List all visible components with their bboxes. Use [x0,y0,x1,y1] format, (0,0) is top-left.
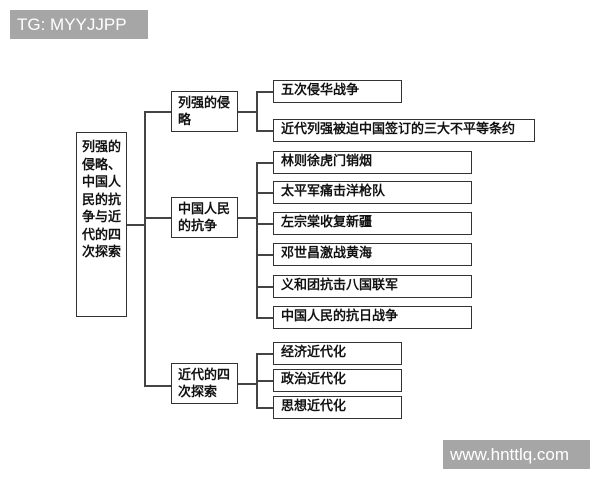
connector-leaf [256,407,273,409]
connector-to-branch-2 [144,217,171,219]
leaf-node: 左宗棠收复新疆 [273,212,472,235]
branch-node-invasion: 列强的侵略 [171,91,238,132]
connector-root [127,224,145,226]
leaf-node: 林则徐虎门销烟 [273,151,472,174]
leaf-node: 近代列强被迫中国签订的三大不平等条约 [273,119,535,142]
leaf-node: 经济近代化 [273,342,402,365]
branch-node-exploration: 近代的四次探索 [171,363,238,404]
connector-branch-1-out [238,111,257,113]
connector-to-branch-1 [144,111,171,113]
connector-leaf [256,380,273,382]
connector-leaf [256,223,273,225]
connector-leaf [256,254,273,256]
connector-leaf [256,353,273,355]
connector-branch-2-spine [256,162,258,318]
leaf-node: 五次侵华战争 [273,80,402,103]
connector-branch-3-out [238,383,257,385]
connector-trunk [144,111,146,387]
leaf-node: 政治近代化 [273,369,402,392]
leaf-node: 邓世昌激战黄海 [273,243,472,266]
connector-leaf [256,192,273,194]
leaf-node: 太平军痛击洋枪队 [273,181,472,204]
connector-leaf [256,286,273,288]
connector-leaf [256,317,273,319]
connector-branch-1-spine [256,91,258,131]
connector-leaf [256,130,273,132]
leaf-node: 思想近代化 [273,396,402,419]
connector-branch-2-out [238,217,257,219]
connector-to-branch-3 [144,385,171,387]
connector-leaf [256,91,273,93]
leaf-node: 义和团抗击八国联军 [273,275,472,298]
watermark-top-left: TG: MYYJJPP [10,10,148,39]
leaf-node: 中国人民的抗日战争 [273,306,472,329]
root-node: 列强的侵略、中国人民的抗争与近代的四次探索 [76,132,127,317]
watermark-bottom-right: www.hnttlq.com [443,440,590,469]
connector-leaf [256,162,273,164]
branch-node-resistance: 中国人民的抗争 [171,197,238,238]
